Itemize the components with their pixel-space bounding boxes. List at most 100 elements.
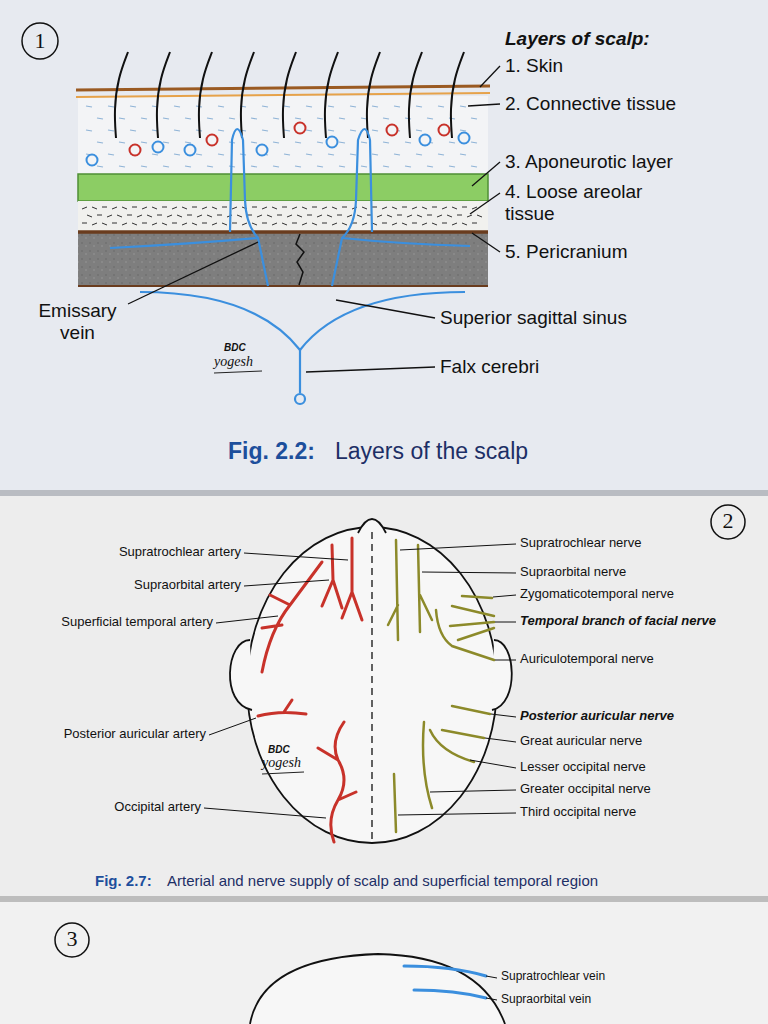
tissue-texture — [202, 223, 207, 224]
nerves — [423, 722, 432, 808]
tissue-texture — [282, 223, 287, 225]
tissue-texture — [273, 166, 279, 167]
nerve-label: Posterior auricular nerve — [520, 709, 674, 724]
tissue-texture — [222, 223, 227, 225]
tissue-texture — [130, 130, 136, 131]
panel-ground — [0, 0, 768, 490]
signature-underline — [262, 772, 304, 774]
tissue-texture — [185, 118, 191, 119]
leader-lines — [493, 595, 516, 597]
tissue-texture — [202, 207, 207, 209]
callout-number: 1 — [25, 28, 55, 53]
tissue-texture — [342, 223, 347, 225]
part-label: Falx cerebri — [440, 356, 539, 378]
tissue-texture — [295, 118, 301, 119]
tissue-texture — [218, 106, 224, 107]
hair — [157, 52, 170, 138]
tissue-texture — [273, 142, 279, 143]
tissue-texture — [292, 207, 297, 209]
tissue-texture — [142, 207, 147, 209]
tissue-texture — [185, 142, 191, 143]
tissue-texture — [372, 154, 378, 155]
tissue-texture — [327, 215, 332, 217]
tissue-texture — [251, 118, 257, 119]
leader-lines — [491, 714, 516, 717]
tissue-texture — [277, 215, 282, 216]
tissue-texture — [262, 130, 268, 131]
tissue-texture — [332, 207, 337, 209]
falx-cerebri-end — [295, 394, 305, 404]
tissue-texture — [328, 130, 334, 131]
tissue-texture — [438, 106, 444, 107]
scalp-veins-drawing — [55, 923, 505, 1024]
tissue-texture — [182, 223, 187, 225]
arteries — [258, 700, 306, 716]
leader-lines — [470, 760, 516, 768]
hair — [115, 52, 128, 138]
tissue-texture — [350, 130, 356, 131]
tissue-texture — [306, 130, 312, 131]
tissue-texture — [92, 207, 97, 209]
tissue-texture — [392, 223, 397, 225]
tissue-texture — [317, 118, 323, 119]
tissue-texture — [457, 215, 462, 216]
tissue-texture — [372, 106, 378, 107]
tissue-texture — [242, 223, 247, 225]
tissue-texture — [350, 154, 356, 155]
tissue-texture — [377, 215, 382, 217]
vessel-section — [387, 125, 398, 136]
tissue-texture — [437, 215, 442, 217]
tissue-texture — [252, 207, 257, 208]
tissue-texture — [306, 106, 312, 107]
vein-label: Supraorbital vein — [501, 993, 591, 1007]
nerve-label: Auriculotemporal nerve — [520, 652, 654, 667]
tissue-texture — [272, 223, 277, 225]
tissue-texture — [460, 130, 466, 131]
leader-lines — [209, 718, 256, 735]
arteries — [322, 545, 342, 608]
tissue-texture — [449, 142, 455, 143]
tissue-texture — [347, 215, 352, 217]
tissue-texture — [361, 166, 367, 167]
tissue-texture — [477, 215, 482, 217]
tissue-texture — [452, 207, 457, 209]
tissue-texture — [361, 142, 367, 143]
caption: Arterial and nerve supply of scalp and s… — [167, 872, 598, 889]
vein-label: Supratrochlear vein — [501, 970, 605, 984]
tissue-texture — [174, 154, 180, 155]
tissue-texture — [383, 166, 389, 167]
part-label: Emissary vein — [20, 300, 135, 344]
tissue-texture — [212, 207, 217, 209]
caption: Layers of the scalp — [335, 438, 528, 464]
superior-sagittal-sinus — [140, 292, 465, 350]
tissue-texture — [312, 223, 317, 225]
tissue-texture — [102, 223, 107, 225]
leader-lines — [244, 580, 329, 586]
callout-circle — [22, 23, 58, 59]
tissue-texture — [416, 130, 422, 131]
emissary-vein — [332, 129, 372, 286]
tissue-texture — [392, 207, 397, 209]
tissue-texture — [432, 223, 437, 225]
nerve-label: Supratrochlear nerve — [520, 536, 641, 551]
vessel-section — [130, 145, 141, 156]
tissue-texture — [471, 166, 477, 167]
tissue-texture — [212, 223, 217, 225]
falx-cerebri — [299, 350, 301, 393]
tissue-texture — [295, 142, 301, 143]
tissue-texture — [185, 166, 191, 167]
tissue-texture — [394, 154, 400, 155]
tissue-texture — [292, 223, 297, 224]
signature: BDC — [224, 342, 246, 354]
part-label: Superior sagittal sinus — [440, 307, 627, 329]
artery-label: Occipital artery — [11, 800, 201, 815]
tissue-texture — [442, 223, 447, 224]
vessel-section — [87, 155, 98, 166]
tissue-texture — [119, 142, 125, 143]
tissue-texture — [306, 154, 312, 155]
tissue-texture — [122, 207, 127, 209]
vessel-section — [185, 145, 196, 156]
tissue-texture — [196, 154, 202, 155]
leader-lines — [485, 738, 516, 742]
tissue-texture — [132, 223, 137, 225]
